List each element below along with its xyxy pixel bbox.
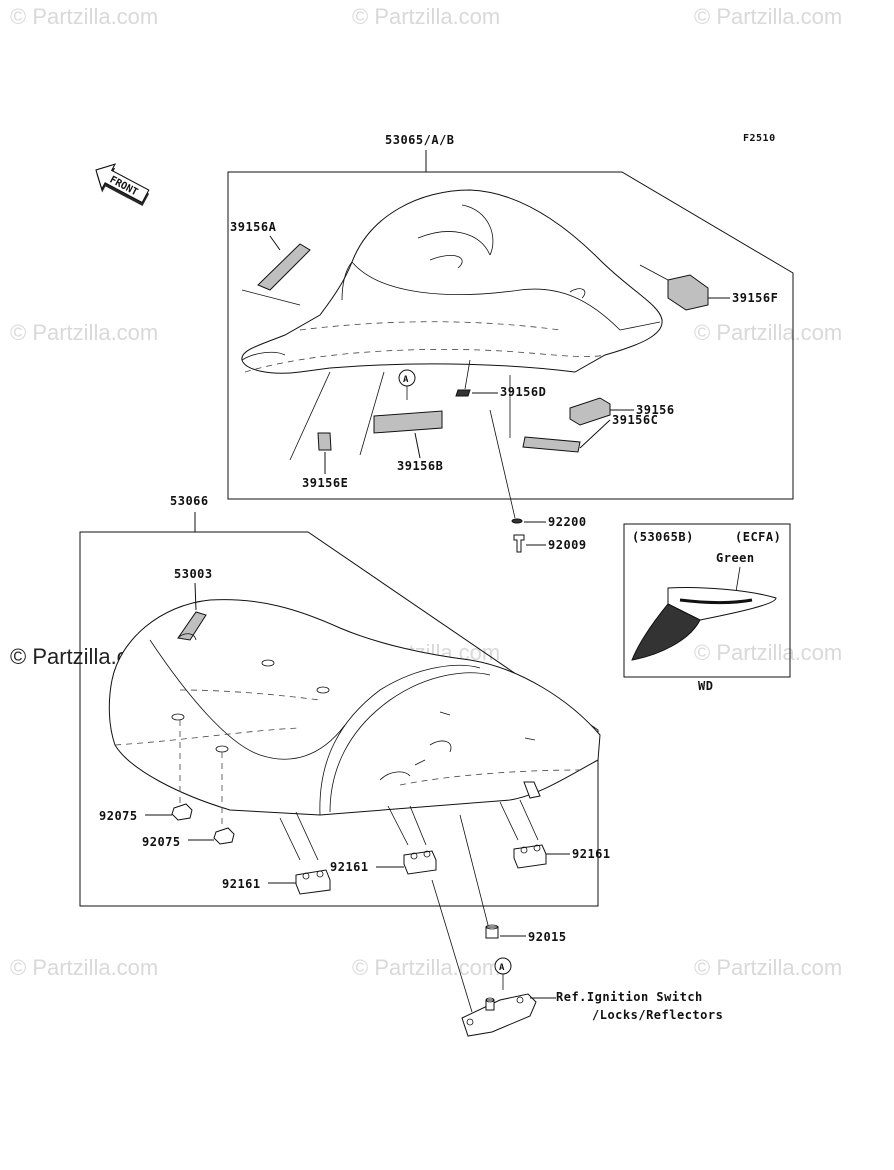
hardware-bolts: 92200 92009	[489, 409, 587, 553]
callout-53003: 53003	[174, 567, 213, 581]
front-arrow-icon: FRONT	[95, 163, 150, 207]
bracket-92161-middle	[403, 850, 437, 875]
callout-92015: 92015	[528, 930, 567, 944]
pad-39156A	[257, 243, 311, 291]
grommet-92075-lower	[213, 827, 235, 845]
inset-variant: (53065B)	[632, 530, 694, 544]
pad-39156B	[373, 410, 443, 434]
inset-seat-side	[631, 603, 701, 661]
inset-market: (ECFA)	[735, 530, 781, 544]
pad-39156	[569, 397, 611, 426]
callout-92200: 92200	[548, 515, 587, 529]
watermark: © Partzilla.com	[694, 955, 842, 980]
lower-hardware: 92015 A Ref.Ignition Switch /Locks/Refle…	[431, 814, 723, 1037]
bolt-92009	[513, 534, 525, 553]
inset-color-label: Green	[716, 551, 755, 565]
rear-seat-group: 53065/A/B 39156A 39156F A 39156D	[227, 133, 794, 500]
watermark: © Partzilla.com	[694, 640, 842, 665]
callout-39156: 39156	[636, 403, 675, 417]
grommet-92075-upper	[171, 803, 193, 821]
pad-39156F	[667, 274, 709, 311]
callout-39156D: 39156D	[500, 385, 546, 399]
watermark: © Partzilla.com	[10, 320, 158, 345]
front-seat-cover	[108, 599, 601, 816]
callout-92161-middle: 92161	[330, 860, 369, 874]
pad-39156E	[317, 432, 332, 451]
callout-92161-right: 92161	[572, 847, 611, 861]
watermark: © Partzilla.com	[352, 4, 500, 29]
figure-code: F2510	[743, 133, 776, 144]
front-seat-group: 53066 53003 92075 92075	[79, 494, 611, 907]
callout-92009: 92009	[548, 538, 587, 552]
watermark: © Partzilla.com	[694, 4, 842, 29]
callout-92075-lower: 92075	[142, 835, 181, 849]
watermark: © Partzilla.com	[352, 955, 500, 980]
collar-92015	[485, 926, 499, 939]
bracket-92161-right	[513, 844, 547, 869]
ref-ignition-switch: Ref.Ignition Switch	[556, 990, 703, 1004]
washer-92200	[511, 518, 523, 524]
callout-39156A: 39156A	[230, 220, 277, 234]
ref-locks-reflectors: /Locks/Reflectors	[592, 1008, 723, 1022]
watermark: © Partzilla.com	[10, 955, 158, 980]
inset-caption: WD	[698, 679, 713, 693]
pad-39156C	[522, 436, 581, 453]
callout-39156F: 39156F	[732, 291, 778, 305]
callout-39156B: 39156B	[397, 459, 443, 473]
callout-39156C: 39156C	[612, 413, 658, 427]
rear-seat-assembly-label: 53065/A/B	[385, 133, 455, 147]
marker-a-label: A	[499, 963, 505, 973]
ignition-switch-bracket	[461, 993, 537, 1037]
callout-39156E: 39156E	[302, 476, 348, 490]
pad-53003	[177, 611, 207, 641]
marker-a-label: A	[403, 375, 409, 385]
inset-panel: (53065B) (ECFA) Green WD	[623, 523, 791, 693]
callout-92075-upper: 92075	[99, 809, 138, 823]
rear-seat-cover	[241, 189, 663, 374]
watermark: © Partzilla.com	[694, 320, 842, 345]
front-seat-assembly-label: 53066	[170, 494, 209, 508]
watermark: © Partzilla.com	[10, 4, 158, 29]
callout-92161-left: 92161	[222, 877, 261, 891]
bracket-92161-left	[295, 869, 331, 895]
pad-39156D	[455, 389, 471, 397]
